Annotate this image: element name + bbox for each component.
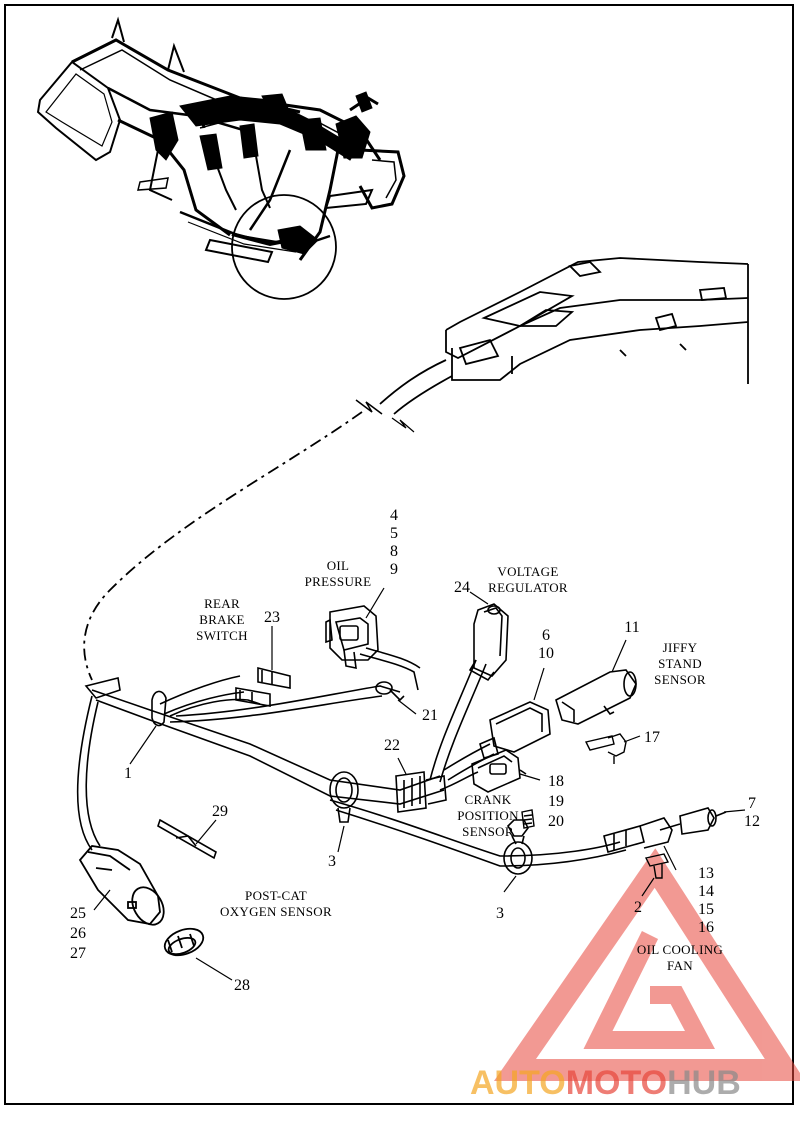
watermark-moto: MOTO [566, 1064, 667, 1102]
connector-6-10 [479, 701, 551, 759]
voltage-regulator-connector [468, 603, 509, 682]
callout-19: 19 [548, 793, 564, 810]
callout-3-left: 3 [328, 853, 336, 870]
clip-3-right [503, 819, 533, 875]
callout-5: 5 [390, 525, 398, 542]
crank-position-connector [471, 749, 527, 793]
harness-on-frame [149, 91, 379, 255]
callout-4: 4 [390, 507, 398, 524]
callout-25: 25 [70, 905, 86, 922]
rear-brake-switch-connectors [235, 666, 291, 707]
callout-13: 13 [698, 865, 714, 882]
label-crank-position-sensor-1: CRANK [464, 792, 511, 807]
callout-1: 1 [124, 765, 132, 782]
callout-14: 14 [698, 883, 714, 900]
label-oil-pressure-2: PRESSURE [305, 574, 372, 589]
connector-22 [395, 771, 447, 813]
callout-10: 10 [538, 645, 554, 662]
oil-cooling-fan-connector [603, 817, 673, 853]
frame-crossmember-detail [379, 257, 749, 415]
watermark-logo [493, 848, 800, 1081]
plug-28 [163, 927, 205, 957]
callout-27: 27 [70, 945, 86, 962]
label-jiffy-stand-sensor-2: STAND [658, 656, 702, 671]
callout-22: 22 [384, 737, 400, 754]
label-crank-position-sensor-2: POSITION [457, 808, 519, 823]
label-oil-cooling-fan-1: OIL COOLING [637, 942, 723, 957]
terminal-7-12 [679, 807, 727, 835]
watermark-auto: AUTO [470, 1064, 566, 1102]
label-post-cat-oxygen-sensor-1: POST-CAT [245, 888, 307, 903]
label-rear-brake-switch-3: SWITCH [196, 628, 248, 643]
break-mark [355, 399, 383, 415]
callout-6: 6 [542, 627, 550, 644]
callout-12: 12 [744, 813, 760, 830]
detail-circle [231, 194, 337, 300]
jiffy-stand-sensor [555, 669, 637, 725]
label-voltage-regulator-1: VOLTAGE [497, 564, 558, 579]
routing-dashed-line [83, 411, 363, 681]
label-crank-position-sensor-3: SENSOR [462, 824, 514, 839]
callout-9: 9 [390, 561, 398, 578]
callout-20: 20 [548, 813, 564, 830]
callout-11: 11 [624, 619, 639, 636]
label-oil-pressure-1: OIL [327, 558, 350, 573]
callout-16: 16 [698, 919, 714, 936]
callout-28: 28 [234, 977, 250, 994]
watermark-text: AUTOMOTOHUB [470, 1064, 741, 1102]
callout-3-right: 3 [496, 905, 504, 922]
callout-24: 24 [454, 579, 470, 596]
leader-lines [93, 587, 746, 981]
label-voltage-regulator-2: REGULATOR [488, 580, 568, 595]
callout-7: 7 [748, 795, 756, 812]
clip-3-left [329, 771, 359, 823]
label-oil-cooling-fan-2: FAN [667, 958, 693, 973]
svg-text:AUTOMOTOHUB: AUTOMOTOHUB [470, 1064, 741, 1102]
callout-26: 26 [70, 925, 86, 942]
callout-8: 8 [390, 543, 398, 560]
callout-21: 21 [422, 707, 438, 724]
callout-17: 17 [644, 729, 660, 746]
callout-18: 18 [548, 773, 564, 790]
clip-2 [644, 853, 670, 879]
label-jiffy-stand-sensor-1: JIFFY [663, 640, 698, 655]
grommet-21 [375, 681, 405, 702]
clip-17 [584, 733, 627, 764]
post-cat-oxygen-sensor-connector [78, 845, 165, 926]
pin-20 [521, 809, 535, 829]
oil-pressure-connector [325, 605, 379, 670]
callout-29: 29 [212, 803, 228, 820]
main-harness [76, 647, 681, 867]
label-rear-brake-switch-1: REAR [204, 596, 240, 611]
label-jiffy-stand-sensor-3: SENSOR [654, 672, 706, 687]
callout-23: 23 [264, 609, 280, 626]
cable-tie-1 [151, 690, 167, 727]
callout-2: 2 [634, 899, 642, 916]
diagram-frame [4, 4, 794, 1105]
watermark-hub: HUB [667, 1064, 741, 1102]
label-post-cat-oxygen-sensor-2: OXYGEN SENSOR [220, 904, 332, 919]
label-rear-brake-switch-2: BRAKE [199, 612, 245, 627]
callout-15: 15 [698, 901, 714, 918]
part-29 [157, 818, 217, 860]
